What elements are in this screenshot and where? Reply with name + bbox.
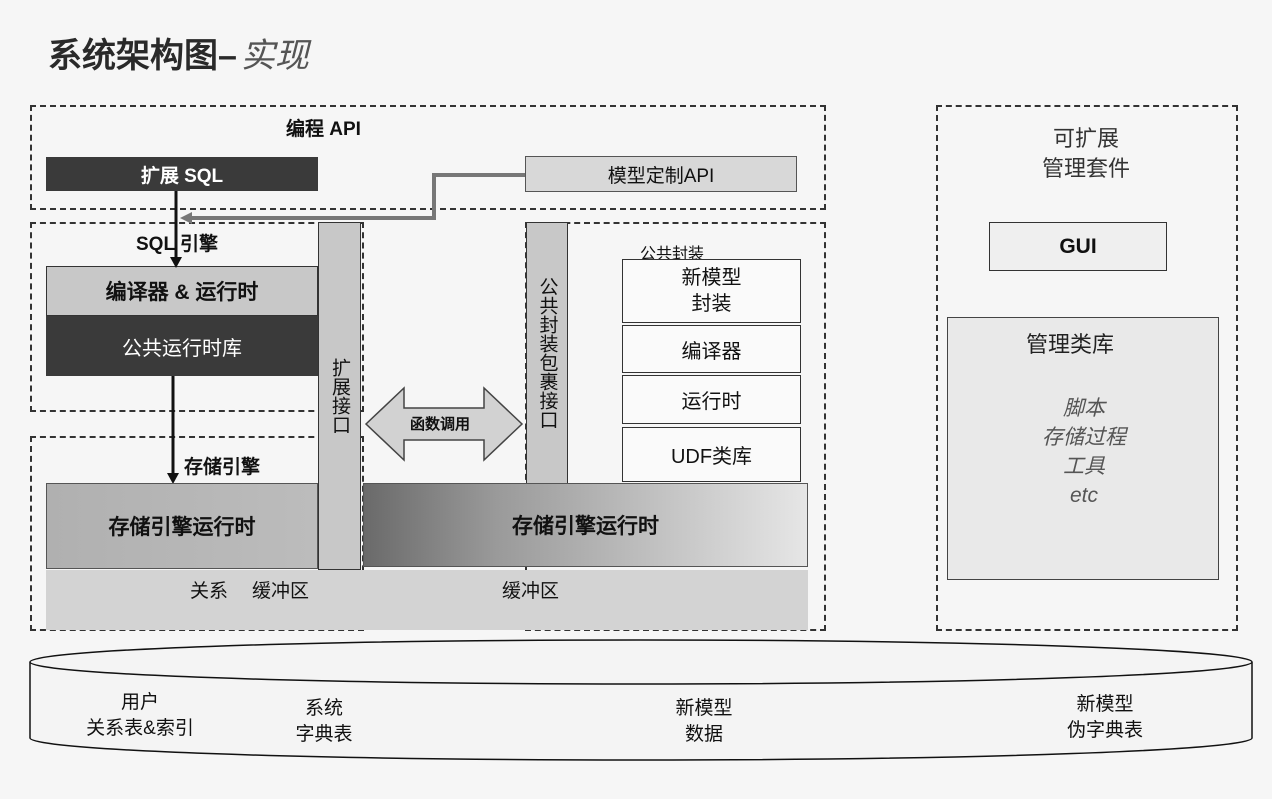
buffer-left-band <box>46 570 364 630</box>
db-new-model-pseudo-dict: 新模型 伪字典表 <box>1040 690 1170 746</box>
mgmt-suite-title: 可扩展 管理套件 <box>986 122 1186 186</box>
runtime-to-storage-arrowhead <box>167 473 179 484</box>
db-user-tables-label: 用户 关系表&索引 <box>86 692 194 739</box>
ext-sql-box: 扩展 SQL <box>46 157 318 191</box>
db-new-model-pseudo-dict-label: 新模型 伪字典表 <box>1066 694 1143 741</box>
mgmt-lib-item-procedure: 存储过程 <box>1042 426 1126 449</box>
title-main: 系统架构图– <box>48 37 237 75</box>
buffer-right-band <box>364 570 808 630</box>
storage-runtime-right-box: 存储引擎运行时 <box>363 483 808 567</box>
gui-box: GUI <box>989 222 1167 271</box>
db-user-tables: 用户 关系表&索引 <box>60 688 220 744</box>
sql-engine-frame <box>30 222 364 412</box>
mgmt-lib-items: 脚本 存储过程 工具 etc <box>1000 394 1168 510</box>
new-model-wrapper-label: 新模型 封装 <box>681 267 742 315</box>
func-call-arrow <box>364 386 524 462</box>
mgmt-lib-box <box>947 317 1219 580</box>
ext-interface-bar: 扩展接口 <box>318 222 361 570</box>
db-system-dictionary-label: 系统 字典表 <box>295 698 353 745</box>
buffer-right-label: 缓冲区 <box>502 581 560 602</box>
database-cylinder-body <box>29 662 1253 761</box>
func-call-label: 函数调用 <box>410 416 471 433</box>
ext-sql-to-compiler-arrowhead <box>170 257 182 268</box>
mgmt-suite-title-text: 可扩展 管理套件 <box>1041 126 1130 181</box>
mgmt-lib-item-tools: 工具 <box>1063 455 1105 478</box>
common-wrapper-interface-label: 公共封装包裹接口 <box>536 277 558 429</box>
api-group-label: 编程 API <box>286 119 361 140</box>
buffer-left-label-a: 关系 <box>190 581 229 602</box>
mgmt-lib-item-script: 脚本 <box>1063 397 1105 420</box>
model-api-box: 模型定制API <box>525 156 797 192</box>
common-wrapper-label: 公共封装 <box>640 246 705 263</box>
database-cylinder-top <box>29 639 1253 685</box>
mgmt-lib-item-etc: etc <box>1069 484 1098 507</box>
buffer-left-label-b: 缓冲区 <box>252 581 310 602</box>
new-model-wrapper-box: 新模型 封装 <box>622 259 801 323</box>
compiler-runtime-box: 编译器 & 运行时 <box>46 266 318 316</box>
db-new-model-data-label: 新模型 数据 <box>675 698 733 745</box>
mgmt-lib-title: 管理类库 <box>1026 332 1115 357</box>
model-api-to-sql-path <box>190 173 525 220</box>
mgmt-suite-frame <box>936 105 1238 631</box>
common-runtime-lib-box: 公共运行时库 <box>46 316 318 376</box>
wrapper-compiler-box: 编译器 <box>622 325 801 373</box>
storage-runtime-left-box: 存储引擎运行时 <box>46 483 318 569</box>
model-api-to-sql-arrowhead <box>180 212 192 224</box>
ext-interface-label: 扩展接口 <box>329 358 350 434</box>
db-new-model-data: 新模型 数据 <box>644 694 764 750</box>
page-title: 系统架构图–实现 <box>48 28 309 77</box>
wrapper-runtime-box: 运行时 <box>622 375 801 424</box>
db-system-dictionary: 系统 字典表 <box>264 694 384 750</box>
title-sub: 实现 <box>240 37 309 75</box>
udf-lib-box: UDF类库 <box>622 427 801 482</box>
storage-engine-label: 存储引擎 <box>184 457 261 478</box>
api-group-frame <box>30 105 826 210</box>
common-wrapper-interface-bar: 公共封装包裹接口 <box>526 222 568 484</box>
